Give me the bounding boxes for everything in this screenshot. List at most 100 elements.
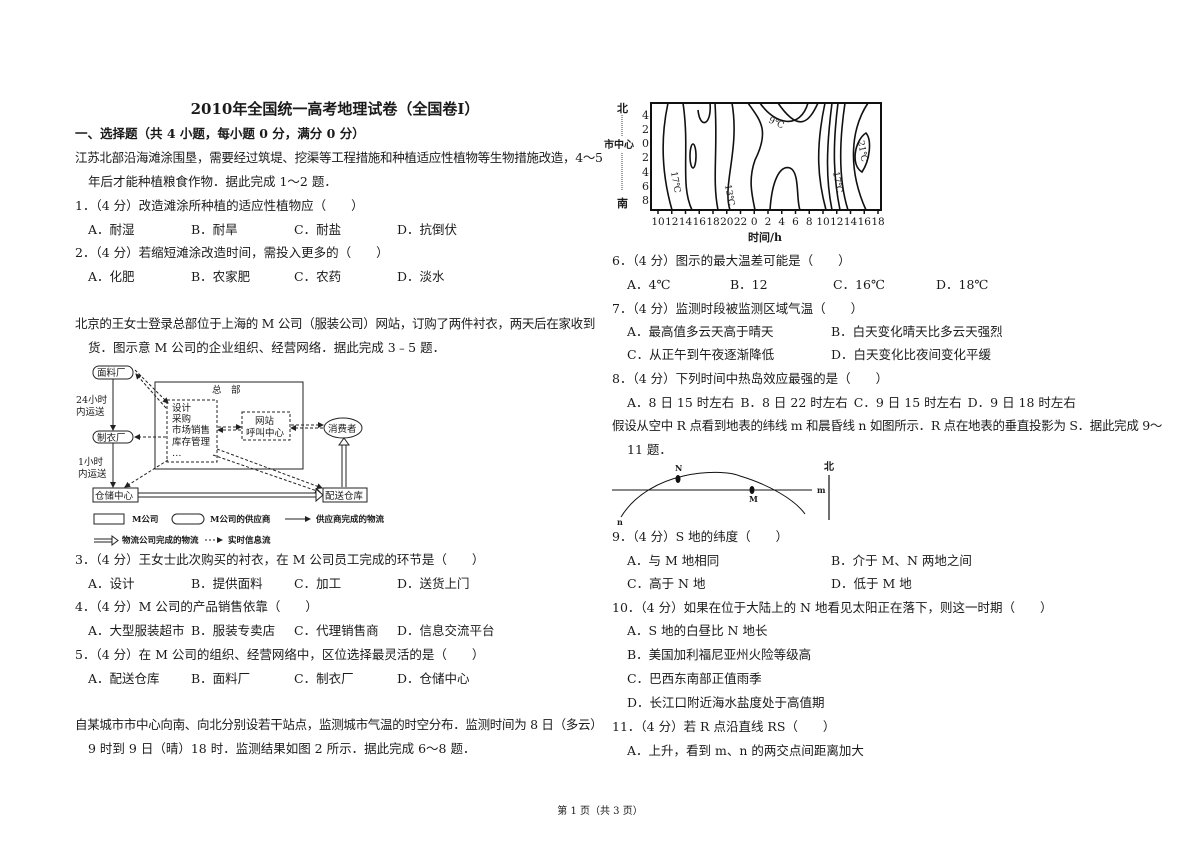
q4-option-c[interactable]: C．代理销售商: [294, 623, 379, 638]
q7-option-a[interactable]: A．最高值多云天高于晴天: [627, 324, 774, 339]
q9-option-b[interactable]: B．介于 M、N 两地之间: [831, 553, 972, 568]
question-5: 5．（4 分）在 M 公司的组织、经营网络中，区位选择最灵活的是（ ）: [75, 647, 485, 662]
passage-2-line-2: 货．图示意 M 公司的企业组织、经营网络．据此完成 3﹣5 题．: [88, 340, 446, 355]
q7-option-c[interactable]: C．从正午到午夜逐渐降低: [627, 347, 775, 362]
question-9: 9．（4 分）S 地的纬度（ ）: [612, 529, 789, 544]
legend-supplier-logistics: 供应商完成的物流: [315, 514, 385, 525]
question-11: 11．（4 分）若 R 点沿直线 RS（ ）: [612, 719, 836, 734]
q8-option-c[interactable]: C．9 日 15 时左右: [853, 395, 962, 410]
q9-option-a[interactable]: A．与 M 地相同: [627, 553, 720, 568]
fabric-factory-label: 面料厂: [97, 367, 126, 379]
north-label: 北: [824, 460, 834, 473]
question-10: 10．（4 分）如果在位于大陆上的 N 地看见太阳正在落下，则这一时期（ ）: [612, 600, 1053, 615]
passage-3-line-2: 9 时到 9 日（晴）18 时．监测结果如图 2 所示．据此完成 6～8 题．: [88, 741, 476, 756]
q5-option-c[interactable]: C．制衣厂: [294, 671, 354, 686]
q9-option-c[interactable]: C．高于 N 地: [627, 576, 706, 591]
x-tick: 22: [734, 216, 747, 228]
consumer-node: [323, 417, 363, 439]
consumer-label: 消费者: [328, 423, 357, 435]
q2-option-a[interactable]: A．化肥: [88, 269, 135, 284]
x-tick: 10: [816, 216, 829, 228]
q3-option-a[interactable]: A．设计: [88, 576, 135, 591]
q6-option-c[interactable]: C．16℃: [833, 277, 885, 292]
q8-option-d[interactable]: D．9 日 18 时左右: [967, 395, 1076, 410]
q6-options: A．4℃ B．12 C．16℃ D．18℃: [627, 277, 1039, 293]
legend-logistics-company: 物流公司完成的物流: [122, 535, 199, 546]
latitude-m-label: m: [817, 485, 826, 495]
transport-1h-line1: 1小时: [78, 456, 104, 468]
function-inventory: 库存管理: [172, 436, 211, 448]
y-tick: 2: [642, 123, 649, 136]
center-label: 市中心: [604, 138, 634, 151]
q3-option-d[interactable]: D．送货上门: [397, 576, 470, 591]
x-tick: 2: [765, 216, 772, 228]
section-heading: 一、选择题（共 4 小题，每小题 0 分，满分 0 分）: [75, 126, 365, 141]
y-tick: 4: [642, 109, 649, 122]
passage-4-line-1: 假设从空中 R 点看到地表的纬线 m 和晨昏线 n 如图所示．R 点在地表的垂直…: [612, 418, 1163, 433]
x-tick: 20: [720, 216, 733, 228]
x-tick: 16: [858, 216, 872, 228]
x-axis-label: 时间/h: [748, 230, 782, 244]
q2-option-d[interactable]: D．淡水: [397, 269, 445, 284]
company-network-diagram: 面料厂 总 部 设计 采购 市场销售 库存管理 … 网站 呼叫中心 消费者 制衣…: [76, 365, 385, 546]
q1-option-c[interactable]: C．耐盐: [294, 222, 342, 237]
legend-supplier: M公司的供应商: [210, 514, 271, 525]
passage-4-line-2: 11 题．: [627, 442, 672, 457]
q4-option-d[interactable]: D．信息交流平台: [397, 623, 495, 638]
x-tick: 12: [830, 216, 843, 228]
q10-option-d[interactable]: D．长江口附近海水盐度处于高值期: [627, 695, 825, 710]
q2-option-c[interactable]: C．农药: [294, 269, 342, 284]
call-center-label: 呼叫中心: [246, 427, 285, 439]
q5-option-a[interactable]: A．配送仓库: [88, 671, 160, 686]
q8-option-b[interactable]: B．8 日 22 时左右: [740, 395, 848, 410]
x-tick: 6: [792, 216, 799, 228]
x-tick: 4: [778, 216, 785, 228]
function-purchase: 采购: [172, 413, 191, 425]
q6-option-b[interactable]: B．12: [730, 277, 768, 292]
x-tick: 14: [844, 216, 858, 228]
question-8: 8．（4 分）下列时间中热岛效应最强的是（ ）: [612, 371, 889, 386]
x-tick: 12: [665, 216, 678, 228]
contour-label-17a: 17℃: [668, 171, 682, 194]
q11-option-a[interactable]: A．上升，看到 m、n 的两交点间距离加大: [627, 743, 864, 758]
function-marketing: 市场销售: [172, 424, 210, 436]
q7-option-b[interactable]: B．白天变化晴天比多云天强烈: [831, 324, 1003, 339]
q2-option-b[interactable]: B．农家肥: [191, 269, 251, 284]
q9-options-row-2: C．高于 N 地 D．低于 M 地: [627, 576, 1035, 592]
transport-24h-line1: 24小时: [76, 394, 108, 406]
q9-options-row-1: A．与 M 地相同 B．介于 M、N 两地之间: [627, 553, 1035, 569]
question-1: 1．（4 分）改造滩涂所种植的适应性植物应（ ）: [75, 198, 364, 213]
q4-option-b[interactable]: B．服装专卖店: [191, 623, 276, 638]
q1-option-d[interactable]: D．抗倒伏: [397, 222, 458, 237]
q1-option-b[interactable]: B．耐旱: [191, 222, 238, 237]
q10-option-c[interactable]: C．巴西东南部正值雨季: [627, 671, 762, 686]
y-tick: 0: [642, 137, 649, 150]
q7-option-d[interactable]: D．白天变化比夜间变化平缓: [831, 347, 992, 362]
q6-option-a[interactable]: A．4℃: [627, 277, 671, 292]
question-3: 3．（4 分）王女士此次购买的衬衣，在 M 公司员工完成的环节是（ ）: [75, 552, 485, 567]
x-tick: 16: [693, 216, 707, 228]
q3-option-b[interactable]: B．提供面料: [191, 576, 263, 591]
q5-option-b[interactable]: B．面料厂: [191, 671, 251, 686]
q7-options-row-2: C．从正午到午夜逐渐降低 D．白天变化比夜间变化平缓: [627, 347, 1035, 363]
x-tick: 0: [751, 216, 758, 228]
passage-1-line-2: 年后才能种植粮食作物．据此完成 1～2 题．: [88, 174, 337, 189]
function-design: 设计: [172, 402, 192, 414]
q10-option-b[interactable]: B．美国加利福尼亚州火险等级高: [627, 647, 812, 662]
q3-options: A．设计 B．提供面料 C．加工 D．送货上门: [88, 576, 500, 592]
q8-option-a[interactable]: A．8 日 15 时左右: [627, 395, 735, 410]
q1-option-a[interactable]: A．耐湿: [88, 222, 135, 237]
point-m-label: M: [749, 494, 758, 504]
x-tick: 18: [871, 216, 884, 228]
q5-options: A．配送仓库 B．面料厂 C．制衣厂 D．仓储中心: [88, 671, 500, 687]
q4-option-a[interactable]: A．大型服装超市: [88, 623, 185, 638]
q3-option-c[interactable]: C．加工: [294, 576, 342, 591]
q10-option-a[interactable]: A．S 地的白昼比 N 地长: [627, 623, 768, 638]
contour-label-17b: 17℃: [830, 171, 844, 194]
passage-1-line-1: 江苏北部沿海滩涂围垦，需要经过筑堤、挖渠等工程措施和种植适应性植物等生物措施改造…: [75, 150, 603, 165]
q6-option-d[interactable]: D．18℃: [936, 277, 989, 292]
q9-option-d[interactable]: D．低于 M 地: [831, 576, 912, 591]
transport-24h-line2: 内运送: [76, 406, 105, 418]
q5-option-d[interactable]: D．仓储中心: [397, 671, 470, 686]
